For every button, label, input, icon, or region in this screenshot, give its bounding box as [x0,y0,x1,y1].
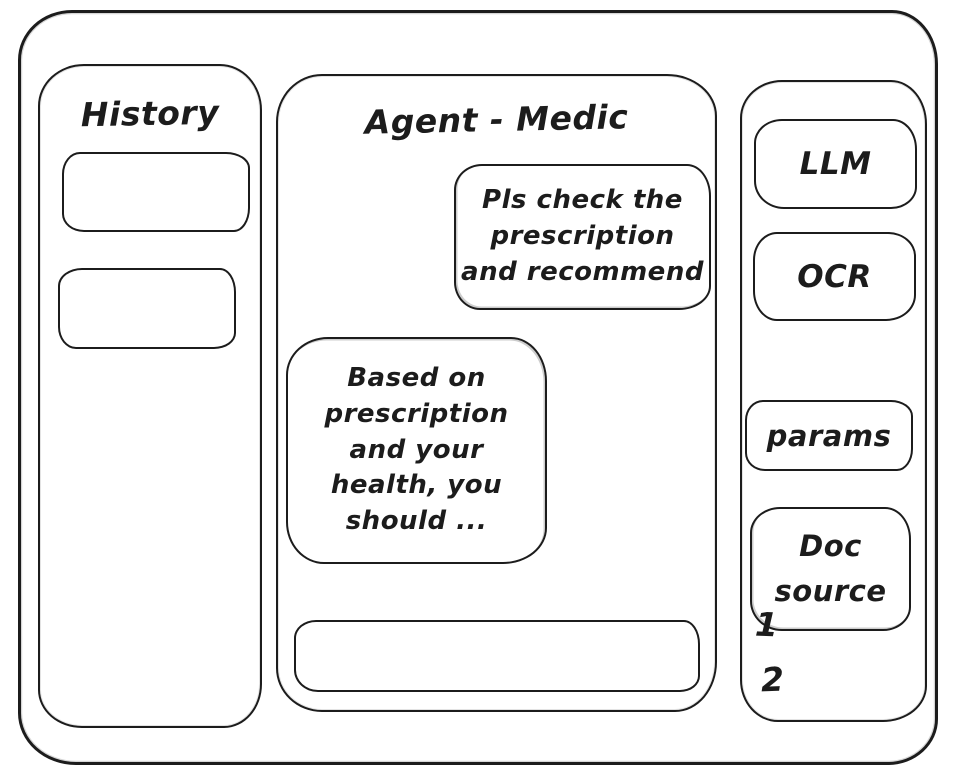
history-panel: History [38,64,262,728]
doc-source-item-1[interactable]: 1 [754,604,779,645]
history-title: History [80,92,220,135]
doc-source-button[interactable]: Doc source [750,507,911,631]
history-item[interactable] [58,268,236,349]
llm-button[interactable]: LLM [754,119,917,209]
assistant-message-bubble: Based on prescription and your health, y… [286,337,547,564]
doc-source-item-2[interactable]: 2 [760,659,785,700]
user-message-text: Pls check the prescription and recommend [461,185,704,287]
tools-panel: LLM OCR params Doc source 1 2 [740,80,927,722]
chat-panel: Agent - Medic Pls check the prescription… [276,74,717,712]
chat-title: Agent - Medic [364,97,629,142]
history-item[interactable] [62,152,250,232]
assistant-message-text: Based on prescription and your health, y… [324,362,509,537]
message-input[interactable] [294,620,700,692]
ocr-button[interactable]: OCR [753,232,916,321]
params-button[interactable]: params [745,400,913,471]
user-message-bubble: Pls check the prescription and recommend [454,164,711,310]
